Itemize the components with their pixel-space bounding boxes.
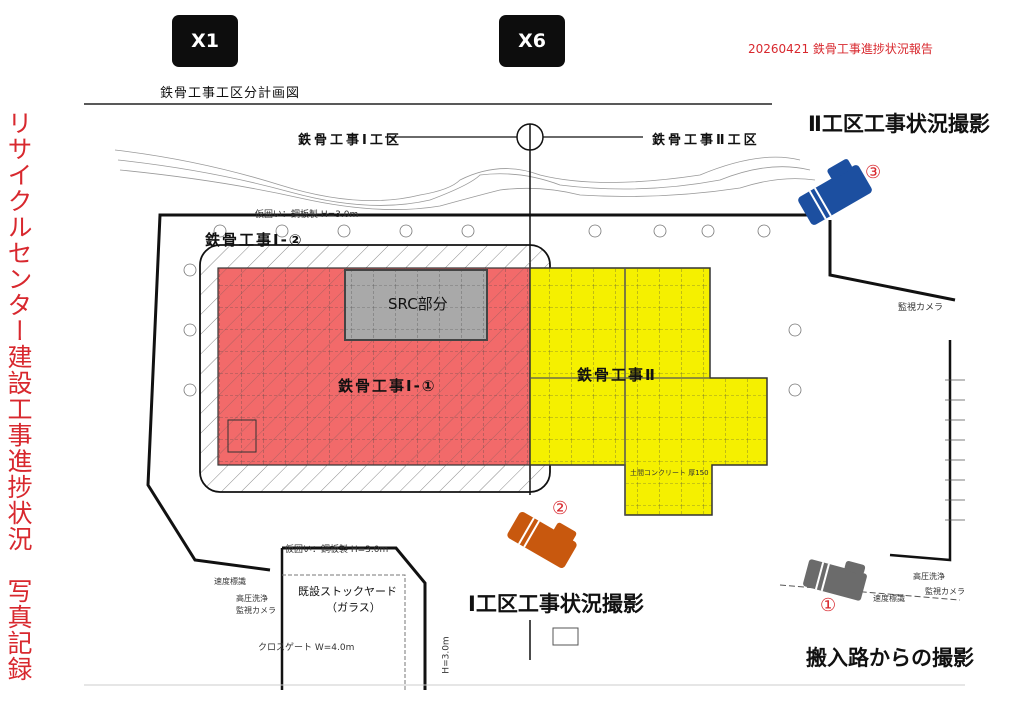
- camera-right: 監視カメラ: [925, 587, 965, 596]
- area-2-label: 鉄骨工事Ⅱ: [577, 366, 657, 384]
- wash-right: 高圧洗浄: [913, 572, 945, 581]
- stock-yard-label: 既設ストックヤード: [298, 585, 397, 598]
- photo-number-1: ①: [820, 595, 837, 616]
- axis-badge-x1: X1: [172, 15, 238, 67]
- zone2-label: 鉄骨工事Ⅱ工区: [652, 133, 760, 148]
- report-title: 20260421 鉄骨工事進捗状況報告: [748, 42, 933, 56]
- fence-label-bottom: 仮囲い：鋼板製 H=3.0m: [285, 545, 389, 555]
- caption-photo-1: 搬入路からの撮影: [798, 640, 982, 674]
- speed-sign-left: 速度標識: [214, 577, 246, 586]
- plan-title: 鉄骨工事工区分計画図: [160, 86, 301, 101]
- camera-left: 監視カメラ: [236, 606, 276, 615]
- contour-lines: [114, 149, 816, 210]
- side-title: リサイクルセンター建設工事進捗状況 写真記録: [4, 110, 33, 682]
- stock-yard-sub: （ガラス）: [326, 601, 381, 614]
- cross-gate-label: クロスゲート W=4.0m: [258, 643, 355, 653]
- caption-photo-3: Ⅱ工区工事状況撮影: [800, 106, 998, 140]
- fence-label-top: 仮囲い：鋼板製 H=3.0m: [255, 210, 359, 220]
- photo-number-3: ③: [865, 162, 882, 183]
- area-src-label: SRC部分: [388, 295, 448, 313]
- area-1-1-label: 鉄骨工事Ⅰ-①: [338, 377, 437, 395]
- speed-sign-right: 速度標識: [873, 594, 905, 603]
- fence-vertical-label: H=3.0m: [441, 636, 452, 674]
- zone1-label: 鉄骨工事Ⅰ工区: [298, 133, 402, 148]
- camera-right-top: 監視カメラ: [898, 303, 944, 313]
- area-1-2-label: 鉄骨工事Ⅰ-②: [205, 231, 304, 249]
- wash-left: 高圧洗浄: [236, 594, 268, 603]
- photo-number-2: ②: [552, 498, 569, 519]
- grid-axis-markers: [183, 224, 802, 397]
- caption-photo-2: Ⅰ工区工事状況撮影: [460, 586, 652, 620]
- concrete-note: 土間コンクリート 厚150: [630, 469, 709, 477]
- axis-badge-x6: X6: [499, 15, 565, 67]
